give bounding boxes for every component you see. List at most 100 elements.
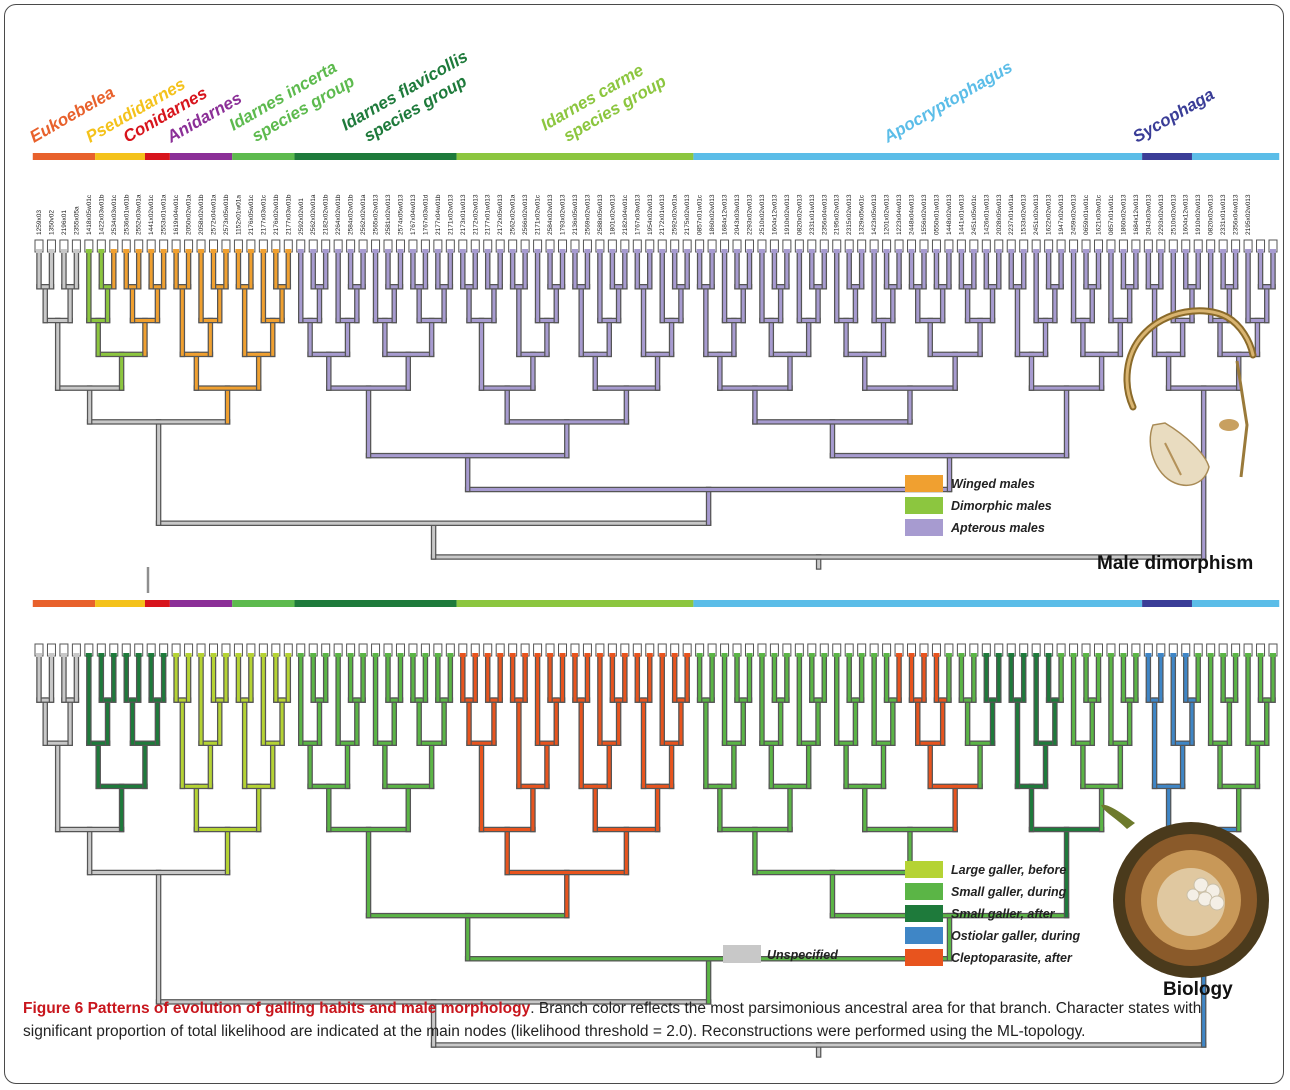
tip-label: 2043x03w013: [1145, 194, 1152, 235]
tip-label: 2592x02w01a: [672, 194, 679, 235]
tip-label: 2043x03w013: [734, 194, 741, 235]
tip-label: 2058x02w01b: [198, 194, 205, 235]
tip-state: [173, 653, 180, 657]
tip-state: [821, 249, 828, 253]
tip-state: [634, 249, 641, 253]
tip-state: [1232, 249, 1239, 253]
tip-label: 1801x02w013: [609, 194, 616, 235]
tip-label: 2028x05w013: [996, 194, 1003, 235]
clade-bar: [169, 600, 233, 607]
tip-state: [509, 249, 516, 253]
tip-state: [1270, 653, 1276, 657]
tip-label: 1329x05w01c: [859, 194, 866, 235]
tip-state: [983, 249, 990, 253]
clade-bar: [294, 600, 457, 607]
tip-state: [247, 653, 254, 657]
tip-label: 1556x02w013: [921, 194, 928, 235]
clade-label-line: Sycophaga: [1130, 85, 1218, 147]
tip-state: [260, 249, 267, 253]
figure-caption: Figure 6 Patterns of evolution of gallin…: [23, 997, 1273, 1043]
tip-state: [547, 249, 554, 253]
tip-state: [547, 653, 554, 657]
tip-state: [272, 653, 279, 657]
tip-label: 2584x02w013: [547, 194, 554, 235]
tip-state: [671, 653, 678, 657]
tip-state: [123, 653, 130, 657]
tip-state: [871, 653, 878, 657]
biology-title: Biology: [1163, 979, 1233, 1000]
tip-label: 2182x02w01b: [323, 194, 330, 235]
tip-label: 1418x05w01c: [86, 194, 93, 235]
tip-label: 1533x02w013: [1021, 194, 1028, 235]
tip-state: [709, 653, 716, 657]
tip-state: [60, 653, 67, 657]
tip-state: [484, 653, 491, 657]
tip-state: [1257, 653, 1264, 657]
legend-swatch: [905, 927, 943, 944]
tip-label: 1604x12w013: [771, 194, 778, 235]
tip-state: [347, 249, 354, 253]
tip-state: [372, 249, 379, 253]
male-wasp-photo: [1123, 307, 1257, 487]
caption-title: Figure 6 Patterns of evolution of gallin…: [23, 1000, 531, 1017]
tip-state: [871, 249, 878, 253]
tip-label: 0659x01w01c: [1083, 194, 1090, 235]
tip-state: [210, 653, 217, 657]
tip-state: [484, 249, 491, 253]
tip-label: 0857x01w01c: [697, 194, 704, 235]
tip-label: 1152x01w01a: [235, 195, 242, 235]
tip-state: [372, 653, 379, 657]
tip-state: [1120, 249, 1127, 253]
unspecified-legend-item: Unspecified: [723, 945, 838, 963]
tip-label: 2552x03w01a: [136, 194, 143, 235]
tip-state: [559, 653, 566, 657]
tip-state: [896, 249, 903, 253]
tip-state: [621, 653, 628, 657]
tip-state: [621, 249, 628, 253]
tip-state: [60, 249, 67, 253]
tip-state: [883, 653, 890, 657]
tip-state: [73, 653, 80, 657]
legend-label: Dimorphic males: [951, 499, 1052, 513]
tip-state: [198, 249, 205, 253]
tip-state: [1170, 249, 1177, 253]
tip-state: [397, 249, 404, 253]
tip-state: [434, 249, 441, 253]
tip-label: 2172x02w013: [472, 194, 479, 235]
clade-label: Apocryptophagus: [879, 57, 1015, 147]
tip-state: [1083, 653, 1090, 657]
tip-state: [783, 249, 790, 253]
tip-label: 2136x05w013: [572, 194, 579, 235]
tip-label: 2195x02w013: [834, 194, 841, 235]
tip-state: [983, 653, 990, 657]
tip-label: 2171x02w013: [447, 194, 454, 235]
tip-state: [48, 249, 55, 253]
tip-state: [609, 653, 616, 657]
clade-bar: [1142, 153, 1192, 160]
tip-state: [846, 249, 853, 253]
tip-label: 1954x02w013: [647, 194, 654, 235]
tip-state: [908, 653, 915, 657]
tip-state: [746, 653, 753, 657]
tip-label: 2050x02w01a: [186, 194, 193, 235]
tip-state: [160, 249, 167, 253]
tip-state: [322, 653, 329, 657]
clade-bar: [95, 600, 145, 607]
tip-state: [148, 653, 155, 657]
clade-bar: [1142, 600, 1192, 607]
tip-state: [322, 249, 329, 253]
tip-label: 2451x05w01c: [971, 194, 978, 235]
tip-state: [945, 653, 952, 657]
tip-state: [771, 249, 778, 253]
tip-state: [883, 249, 890, 253]
tip-label: 2177x04w01b: [435, 194, 442, 235]
tip-label: 2581x02w013: [385, 194, 392, 235]
legend-swatch: [905, 475, 943, 492]
tip-state: [1207, 653, 1214, 657]
tip-label: 2177x03w01c: [260, 194, 267, 235]
tip-state: [783, 653, 790, 657]
clade-bar: [456, 153, 694, 160]
tip-state: [210, 249, 217, 253]
tip-state: [671, 249, 678, 253]
